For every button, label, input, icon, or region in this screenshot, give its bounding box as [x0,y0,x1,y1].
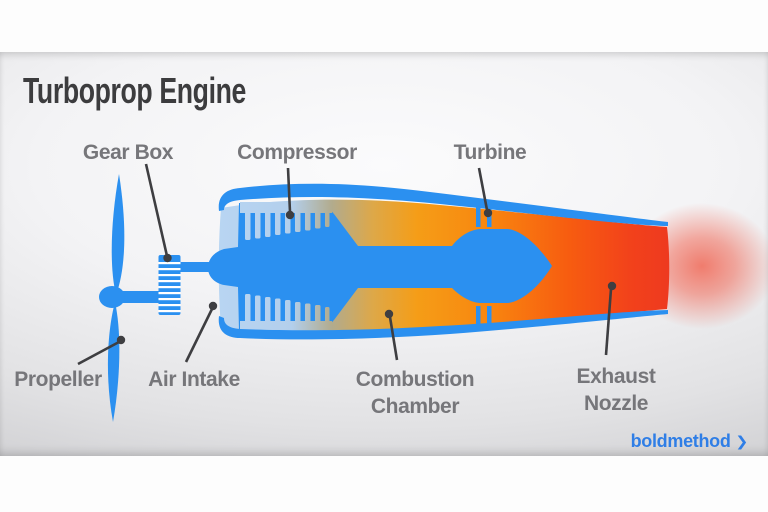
label-exhaust-nozzle: Exhaust Nozzle [576,365,656,415]
label-turbine: Turbine [453,141,527,164]
boldmethod-wordmark: boldmethod [630,431,731,451]
label-compressor: Compressor [237,141,357,164]
label-gear-box: Gear Box [82,141,174,164]
boldmethod-logo: boldmethod ❯ [630,431,748,452]
label-propeller: Propeller [14,368,102,391]
label-combustion-chamber: Combustion Chamber [355,368,475,418]
chevron-right-icon: ❯ [734,433,748,449]
label-air-intake: Air Intake [148,368,240,391]
page-title: Turboprop Engine [23,70,246,111]
